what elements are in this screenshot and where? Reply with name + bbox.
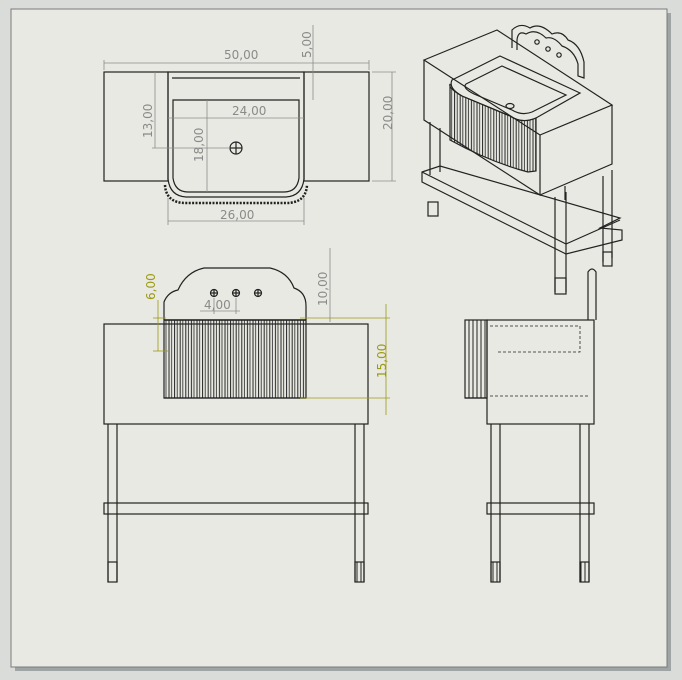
front-fluted-apron [163,319,307,399]
dim-front-width: 26,00 [220,208,254,222]
side-foot-left [490,561,501,583]
side-foot-right [579,561,590,583]
dim-tap-spacing: 4,00 [204,298,231,312]
iso-shelf [421,165,623,255]
iso-cabinet-front [423,60,541,197]
iso-tap-2 [545,46,551,52]
front-shelf [103,502,369,515]
top-view-dimensions: 50,00 5,00 13,00 24,00 18,00 20,00 26,00 [103,25,396,225]
iso-fluted-apron [449,83,537,173]
front-foot-right [354,561,365,583]
dim-basin-depth: 13,00 [141,104,155,138]
iso-foot-fr [554,277,567,295]
dim-drain-offset: 18,00 [192,128,206,162]
top-view [103,71,370,205]
side-shelf [486,502,595,515]
iso-foot-br [602,251,613,267]
front-view-dimensions-gray: 4,00 10,00 [200,248,331,322]
iso-basin-inner [464,65,568,115]
dim-apron-height: 15,00 [375,344,389,378]
isometric-view [421,24,623,295]
iso-tap-1 [534,39,540,45]
dim-back-gap: 5,00 [300,31,314,58]
dim-backsplash-height: 10,00 [316,272,330,306]
front-view [103,267,369,583]
side-fluted-apron [464,319,488,399]
iso-backsplash [511,24,585,79]
front-foot-left [107,561,118,583]
dim-splash-height: 6,00 [144,273,158,300]
dim-inner-width: 24,00 [232,104,266,118]
basin-outline [167,71,305,198]
iso-tap-3 [556,52,562,58]
dim-overall-width: 50,00 [224,48,258,62]
dim-total-depth: 20,00 [381,96,395,130]
iso-foot-fl [427,201,439,217]
paper [10,8,668,668]
iso-cabinet-right [539,105,613,196]
side-bowl-hidden [490,325,581,353]
front-view-dimensions: 6,00 15,00 [144,273,390,415]
iso-drain [505,102,515,110]
side-backsplash [587,268,597,320]
basin-bowl [172,99,300,193]
side-view [464,268,597,583]
front-backsplash [163,267,307,320]
